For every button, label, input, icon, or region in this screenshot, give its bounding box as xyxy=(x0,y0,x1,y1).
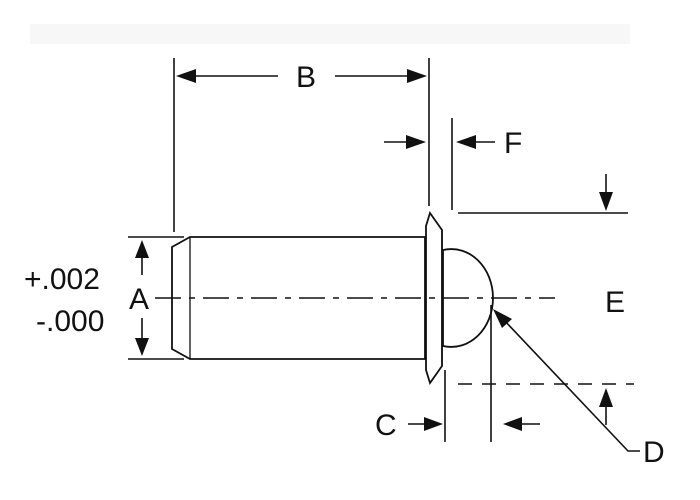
plunger-body xyxy=(171,210,494,386)
dimension-f: F xyxy=(384,127,522,160)
dimension-a-arrow-bottom xyxy=(135,338,149,356)
dimension-a-arrow-top xyxy=(135,240,149,258)
dimension-c-arrow-right xyxy=(503,417,522,431)
label-f: F xyxy=(504,127,522,160)
dimension-c-arrow-left xyxy=(424,417,443,431)
dimension-b-arrow-left xyxy=(176,69,196,83)
label-e: E xyxy=(605,286,625,319)
leader-d-arrow xyxy=(493,309,512,328)
label-a: A xyxy=(129,283,149,316)
header-band xyxy=(30,24,630,44)
tolerance-plus: +.002 xyxy=(24,263,100,296)
label-d: D xyxy=(643,436,665,469)
dimension-a: A +.002 -.000 xyxy=(24,240,149,356)
dimension-b: B xyxy=(176,61,427,94)
tolerance-minus: -.000 xyxy=(36,305,104,338)
dimension-f-arrow-left xyxy=(406,135,426,149)
dimension-e: E xyxy=(599,174,625,425)
dimension-e-arrow-top xyxy=(599,192,613,211)
leader-d: D xyxy=(493,309,665,469)
dimension-b-arrow-right xyxy=(407,69,427,83)
label-c: C xyxy=(375,409,397,442)
label-b: B xyxy=(296,61,316,94)
dimension-c: C xyxy=(375,409,540,442)
dimension-f-arrow-right xyxy=(456,135,476,149)
leader-d-line xyxy=(501,317,640,452)
dimension-e-arrow-bottom xyxy=(599,388,613,407)
